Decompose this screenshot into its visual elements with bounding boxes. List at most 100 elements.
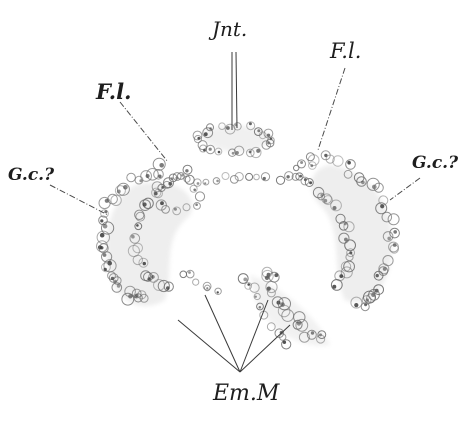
cell-nucleus	[286, 175, 289, 178]
cell-nucleus	[366, 298, 369, 301]
tissue-shading	[106, 126, 392, 346]
cell	[346, 160, 356, 170]
cell-nucleus	[105, 199, 109, 203]
leader-em-2	[178, 320, 240, 372]
cell-nucleus	[136, 224, 139, 227]
cell-nucleus	[181, 174, 184, 177]
cell-nucleus	[393, 243, 397, 247]
cell-nucleus	[193, 189, 196, 192]
cell-nucleus	[283, 341, 286, 344]
cell	[246, 173, 253, 180]
cell-nucleus	[339, 274, 343, 278]
cell-nucleus	[218, 151, 221, 154]
cell-nucleus	[393, 230, 397, 234]
cell-nucleus	[103, 253, 107, 257]
cell-nucleus	[297, 321, 301, 325]
cell-nucleus	[300, 161, 303, 164]
cell	[193, 279, 199, 285]
cell-nucleus	[143, 202, 147, 206]
label-fl-right: F.l.	[329, 39, 361, 63]
label-gc-left: G.c.?	[8, 165, 55, 185]
cell-nucleus	[311, 331, 314, 334]
cell-nucleus	[131, 235, 135, 239]
leader-int-2	[236, 52, 237, 128]
cell-nucleus	[166, 286, 170, 290]
cell	[306, 153, 314, 161]
cell-nucleus	[185, 169, 188, 172]
cell-nucleus	[100, 219, 103, 222]
cell	[117, 183, 129, 195]
cell	[230, 176, 238, 184]
cell-nucleus	[376, 274, 379, 277]
cell-nucleus	[206, 287, 208, 289]
cell-nucleus	[174, 208, 177, 211]
cell-nucleus	[256, 149, 260, 153]
cell-nucleus	[188, 271, 191, 274]
cell-nucleus	[299, 175, 302, 178]
cell-nucleus	[100, 233, 105, 238]
cell	[127, 173, 136, 182]
cell-nucleus	[123, 185, 128, 190]
cell-nucleus	[259, 306, 262, 309]
label-em-m: Em.M	[212, 381, 280, 406]
cell-nucleus	[364, 303, 367, 306]
cell-nucleus	[204, 182, 206, 184]
leader-gc-right	[390, 178, 420, 200]
cell-nucleus	[267, 134, 270, 137]
cell-nucleus	[263, 177, 266, 180]
leader-fl-right	[318, 68, 345, 150]
cell	[261, 173, 269, 181]
cell	[276, 176, 284, 184]
cell-nucleus	[100, 246, 103, 249]
cell-nucleus	[332, 285, 336, 289]
label-int: Jnt.	[208, 17, 247, 41]
cell	[195, 192, 204, 201]
cell-nucleus	[274, 273, 278, 277]
cell-nucleus	[103, 224, 108, 229]
cell	[222, 173, 229, 180]
cell-nucleus	[247, 283, 250, 286]
cell-nucleus	[204, 132, 208, 136]
cell-nucleus	[380, 204, 384, 208]
cell-nucleus	[361, 181, 365, 185]
cell-nucleus	[347, 161, 351, 165]
cell-nucleus	[159, 163, 164, 168]
cell-nucleus	[168, 182, 172, 186]
cell-nucleus	[209, 148, 212, 151]
cell-nucleus	[160, 201, 164, 205]
cell	[388, 214, 399, 225]
cell-nucleus	[104, 268, 107, 271]
cell-nucleus	[197, 182, 200, 185]
cell	[180, 271, 187, 278]
cell-nucleus	[354, 303, 358, 307]
cell-nucleus	[104, 210, 107, 213]
cell-nucleus	[265, 276, 269, 280]
cell-nucleus	[309, 181, 312, 184]
cell	[282, 340, 291, 349]
cell	[99, 197, 110, 208]
cell-nucleus	[217, 291, 219, 293]
cell	[254, 174, 260, 180]
leader-em-4	[240, 325, 290, 372]
cell-nucleus	[249, 151, 252, 154]
leader-em-1	[205, 295, 240, 372]
cell-nucleus	[249, 122, 252, 125]
cell-nucleus	[387, 237, 391, 241]
cell-nucleus	[310, 164, 313, 167]
cell-nucleus	[143, 262, 146, 265]
figure-labels: Jnt. F.l. F.l. G.c.? G.c.? Em.M	[8, 17, 459, 406]
cell-nucleus	[161, 186, 164, 189]
cell-nucleus	[232, 152, 235, 155]
label-gc-right: G.c.?	[412, 153, 459, 173]
cell-nucleus	[226, 126, 230, 130]
label-fl-left: F.l.	[95, 79, 131, 104]
cell-nucleus	[255, 296, 257, 298]
cell-nucleus	[117, 284, 121, 288]
cell-nucleus	[114, 280, 117, 283]
cell-nucleus	[139, 179, 142, 182]
cell-nucleus	[257, 129, 260, 132]
cell-nucleus	[333, 206, 337, 210]
leader-fl-left	[120, 102, 168, 162]
cell-nucleus	[151, 275, 155, 279]
